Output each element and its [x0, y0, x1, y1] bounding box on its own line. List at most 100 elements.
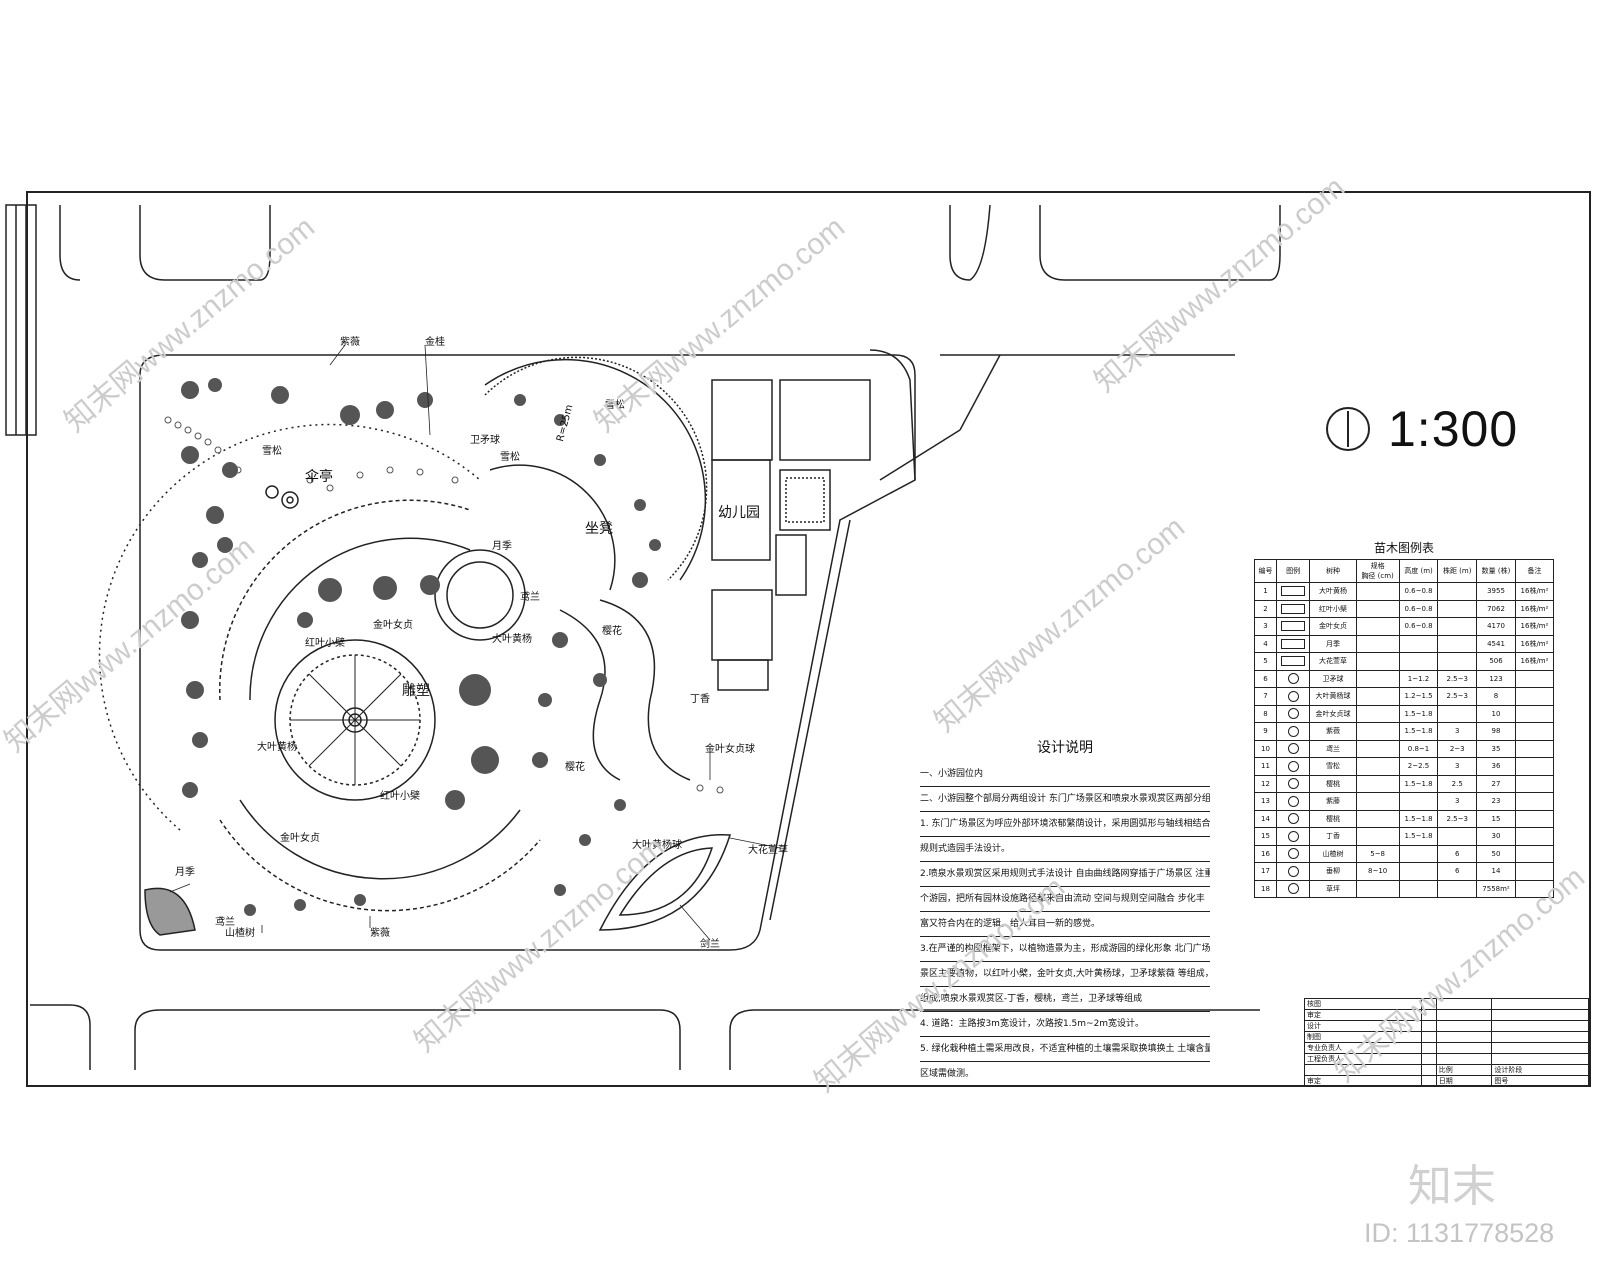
legend-symbol-icon [1281, 656, 1306, 667]
title-block-cell [1491, 998, 1589, 1010]
title-block-cell [1435, 1053, 1493, 1065]
legend-table: 编号 图例 树种 规格胸径 (cm) 高度 (m) 株距 (m) 数量 (株) … [1254, 559, 1555, 898]
title-block-cell: 设计阶段 [1491, 1064, 1589, 1076]
fountain-lens [598, 834, 732, 931]
legend-cell: 16株/m² [1514, 582, 1555, 601]
legend-cell [1355, 704, 1400, 723]
legend-cell [1514, 844, 1555, 863]
legend-cell: 2.5~3 [1437, 687, 1478, 706]
legend-cell [1514, 774, 1555, 793]
notes-line: 二、小游园整个部局分两组设计 东门广场景区和喷泉水景观赏区两部分组成。 [920, 787, 1210, 812]
legend-cell: 红叶小檗 [1309, 599, 1357, 618]
legend-symbol-icon [1281, 586, 1306, 597]
legend-cell: 8~10 [1355, 862, 1400, 881]
label-kindergarten: 幼儿园 [718, 505, 760, 521]
legend-symbol-icon [1287, 673, 1299, 685]
legend-cell [1355, 757, 1400, 776]
legend-cell: 4541 [1476, 634, 1516, 653]
curvy-path [559, 609, 621, 781]
legend-symbol-icon [1287, 778, 1299, 790]
notes-line: 5. 绿化栽种植土需采用改良，不适宜种植的土壤需采取换填换土 土壤含量的 [920, 1037, 1210, 1062]
legend-cell: 0.8~1 [1398, 739, 1439, 758]
legend-cell: 123 [1476, 669, 1516, 688]
legend-cell [1355, 792, 1400, 811]
design-notes: 设计说明 一、小游园位内 二、小游园整个部局分两组设计 东门广场景区和喷泉水景观… [920, 736, 1210, 1087]
title-block-cell [1491, 1020, 1589, 1032]
notes-line: 一、小游园位内 [920, 762, 1210, 787]
label-sculpture: 雕塑 [402, 683, 430, 699]
label-juniper-ball: 卫矛球 [470, 435, 500, 446]
legend-cell [1437, 582, 1478, 601]
legend-symbol-icon [1281, 638, 1306, 649]
legend-cell [1437, 827, 1478, 846]
label-hawthorn: 山楂树 [225, 928, 255, 939]
legend-symbol [1275, 879, 1311, 898]
legend-symbol-icon [1287, 813, 1299, 825]
legend-symbol-icon [1287, 760, 1299, 772]
label-golden-privet: 金叶女贞 [373, 620, 413, 631]
label-rose-2: 月季 [175, 867, 195, 878]
brand-watermark: 知末 [1408, 1161, 1496, 1212]
legend-cell: 雪松 [1309, 757, 1357, 776]
title-block-cell [1435, 1031, 1493, 1043]
legend-cell [1437, 879, 1478, 898]
legend-symbol-icon [1287, 743, 1299, 755]
legend-symbol [1275, 809, 1311, 828]
legend-cell: 98 [1476, 722, 1516, 741]
legend-cell: 16株/m² [1514, 634, 1555, 653]
legend-cell [1355, 722, 1400, 741]
pergola-arc [484, 358, 707, 581]
title-block-cell [1421, 1042, 1437, 1054]
legend-cell: 7558m² [1476, 879, 1516, 898]
title-block-row: 审定日期图号 [1303, 1075, 1589, 1087]
legend-cell: 紫藤 [1309, 792, 1357, 811]
legend-cell: 10 [1476, 704, 1516, 723]
legend-cell: 10 [1254, 739, 1277, 758]
title-block-row: 设计 [1303, 1020, 1589, 1032]
legend-cell: 2.5~3 [1437, 809, 1478, 828]
legend-cell [1355, 809, 1400, 828]
legend-cell: 18 [1254, 879, 1277, 898]
legend-cell [1514, 687, 1555, 706]
legend-cell: 8 [1476, 687, 1516, 706]
legend-cell [1437, 652, 1478, 671]
legend-cell: 樱桃 [1309, 809, 1357, 828]
road-edge-bottom-1 [134, 1009, 681, 1070]
legend-cell: 2 [1254, 599, 1277, 618]
legend-cell [1355, 617, 1400, 636]
drawing-frame [26, 191, 1591, 1087]
pavilion-circle [281, 491, 299, 509]
title-block-cell: 审定 [1303, 1075, 1423, 1087]
title-block-cell: 图号 [1491, 1075, 1589, 1087]
legend-cell [1355, 739, 1400, 758]
legend-cell [1398, 879, 1439, 898]
label-cedar: 雪松 [262, 446, 282, 457]
legend-symbol [1275, 687, 1311, 706]
legend-cell: 27 [1476, 774, 1516, 793]
legend-cell [1514, 792, 1555, 811]
legend-cell: 9 [1254, 722, 1277, 741]
title-block-row: 审定 [1303, 1009, 1589, 1021]
title-block-cell [1421, 1064, 1437, 1076]
legend-cell: 1.5~1.8 [1398, 774, 1439, 793]
road-edge-top-1 [139, 205, 271, 281]
legend-symbol [1275, 599, 1311, 618]
side-title-strip [5, 204, 37, 436]
legend-symbol [1275, 739, 1311, 758]
notes-line: 1. 东门广场景区为呼应外部环境浓郁繁荫设计，采用圆弧形与轴线相结合的 [920, 812, 1210, 837]
legend-symbol-icon [1281, 603, 1306, 614]
north-arrow-icon [1326, 407, 1370, 451]
legend-cell: 樱桃 [1309, 774, 1357, 793]
legend-cell: 鸢兰 [1309, 739, 1357, 758]
legend-cell: 14 [1254, 809, 1277, 828]
legend-symbol-icon [1287, 883, 1299, 895]
